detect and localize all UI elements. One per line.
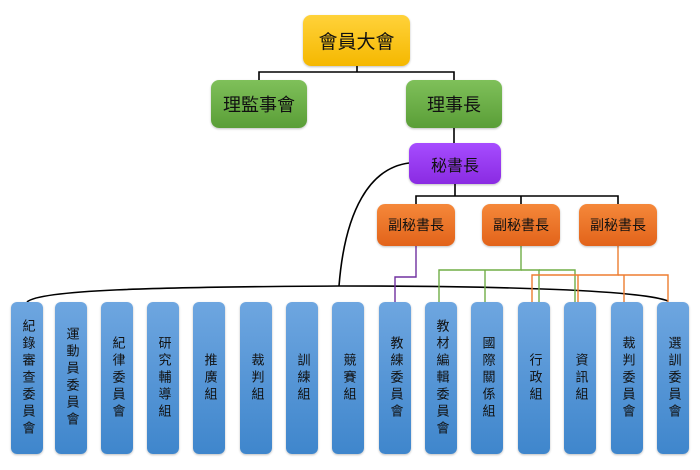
- node-deputy-secretary-3: 副秘書長: [579, 204, 657, 246]
- node-general-assembly: 會員大會: [303, 15, 410, 66]
- node-unit: 紀錄審查委員會: [11, 302, 43, 454]
- node-unit: 選訓委員會: [657, 302, 689, 454]
- node-supervisory-board: 理監事會: [211, 80, 307, 128]
- node-unit: 資訊組: [564, 302, 596, 454]
- line-deputy3: [531, 246, 669, 302]
- node-secretary-general: 秘書長: [409, 143, 501, 184]
- node-unit: 國際關係組: [471, 302, 503, 454]
- line-secretary-to-deputies: [415, 184, 619, 204]
- node-unit: 教材編輯委員會: [425, 302, 457, 454]
- node-deputy-secretary-1: 副秘書長: [377, 204, 455, 246]
- node-unit: 訓練組: [286, 302, 318, 454]
- node-unit: 裁判組: [240, 302, 272, 454]
- node-unit: 研究輔導組: [147, 302, 179, 454]
- line-deputy1: [394, 246, 417, 302]
- node-unit: 紀律委員會: [101, 302, 133, 454]
- node-unit: 推廣組: [193, 302, 225, 454]
- node-unit: 運動員委員會: [55, 302, 87, 454]
- node-unit: 競賽組: [332, 302, 364, 454]
- node-chairman: 理事長: [406, 80, 502, 128]
- node-unit: 教練委員會: [379, 302, 411, 454]
- line-root-to-level2: [258, 66, 455, 80]
- line-secretary-curve: [338, 162, 410, 287]
- node-deputy-secretary-2: 副秘書長: [482, 204, 560, 246]
- line-units-arc: [26, 285, 669, 303]
- line-deputy2: [438, 246, 576, 302]
- node-unit: 裁判委員會: [611, 302, 643, 454]
- node-unit: 行政組: [518, 302, 550, 454]
